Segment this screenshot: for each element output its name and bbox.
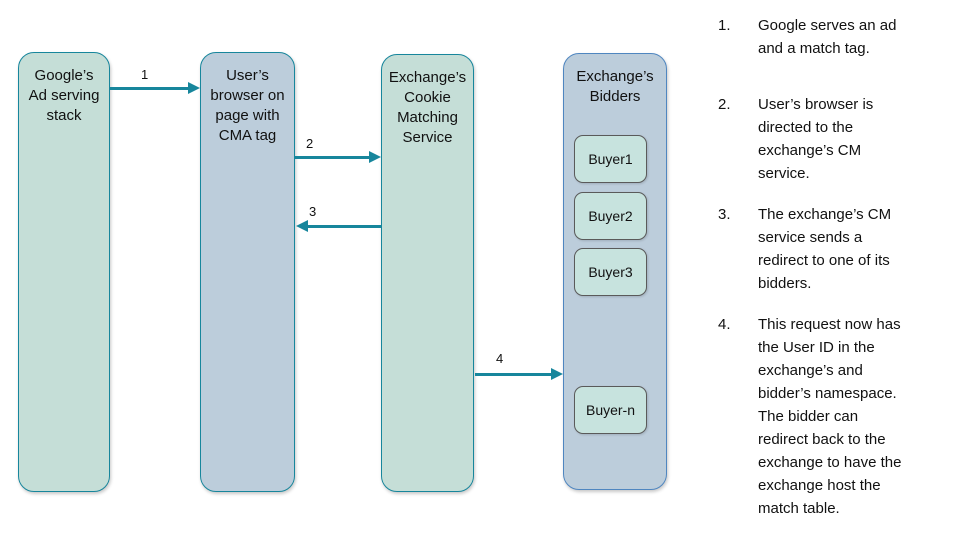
arrowhead-right-icon	[188, 82, 200, 94]
lane-label: Exchange’s Cookie Matching Service	[388, 69, 467, 146]
step-text: This request now has the User ID in the …	[758, 316, 902, 517]
step-item-3: 3. The exchange’s CM service sends a red…	[718, 203, 956, 295]
step-text: Google serves an ad and a match tag.	[758, 17, 897, 57]
step-text: The exchange’s CM service sends a redire…	[758, 206, 892, 292]
arrowhead-right-icon	[369, 151, 381, 163]
buyer-label: Buyer-n	[585, 402, 636, 418]
lane-label: Exchange’s Bidders	[576, 68, 654, 105]
flow-arrow-2-icon	[295, 151, 381, 163]
step-item-1: 1. Google serves an ad and a match tag.	[718, 14, 956, 60]
step-number: 4.	[718, 316, 731, 333]
steps-list: 1. Google serves an ad and a match tag. …	[718, 14, 956, 538]
arrow-label-3: 3	[309, 204, 317, 219]
buyer-label: Buyer1	[588, 151, 633, 167]
buyer-box-n: Buyer-n	[574, 386, 647, 434]
lane-label: User’s browser on page with CMA tag	[210, 67, 285, 144]
lane-label: Google’s Ad serving stack	[28, 67, 100, 124]
step-number: 3.	[718, 206, 731, 223]
arrow-shaft	[110, 86, 189, 90]
buyer-box-1: Buyer1	[574, 135, 647, 183]
buyer-label: Buyer2	[588, 208, 633, 224]
arrow-shaft	[295, 155, 370, 159]
lane-users-browser: User’s browser on page with CMA tag	[200, 52, 295, 492]
step-number: 2.	[718, 96, 731, 113]
arrowhead-right-icon	[551, 368, 563, 380]
arrow-label-2: 2	[306, 136, 314, 151]
arrow-shaft	[307, 224, 381, 228]
step-item-2: 2. User’s browser is directed to the exc…	[718, 93, 956, 185]
lane-exchanges-cookie-matching-service: Exchange’s Cookie Matching Service	[381, 54, 474, 492]
buyer-label: Buyer3	[588, 264, 633, 280]
step-text: User’s browser is directed to the exchan…	[758, 96, 874, 182]
step-item-4: 4. This request now has the User ID in t…	[718, 313, 956, 520]
buyer-box-3: Buyer3	[574, 248, 647, 296]
flow-arrow-1-icon	[110, 82, 200, 94]
flow-arrow-3-icon	[296, 220, 381, 232]
step-number: 1.	[718, 17, 731, 34]
buyer-box-2: Buyer2	[574, 192, 647, 240]
arrowhead-left-icon	[296, 220, 308, 232]
arrow-label-1: 1	[141, 67, 149, 82]
arrow-shaft	[475, 372, 552, 376]
arrow-label-4: 4	[496, 351, 504, 366]
flow-arrow-4-icon	[475, 368, 563, 380]
lane-googles-ad-serving-stack: Google’s Ad serving stack	[18, 52, 110, 492]
